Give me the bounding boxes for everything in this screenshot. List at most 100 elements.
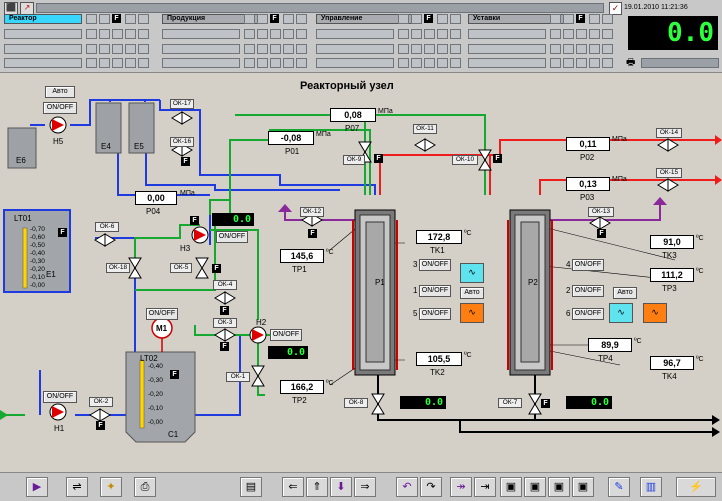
valve-label-ok15[interactable]: ОК-15 — [656, 168, 682, 178]
valve-label-ok7[interactable]: ОК-7 — [498, 398, 522, 408]
status-segment — [602, 44, 613, 54]
status-segment — [283, 14, 294, 24]
auto-button-p2[interactable]: Авто — [613, 287, 637, 299]
status-segment — [86, 14, 97, 24]
sparkle-icon[interactable]: ✦ — [100, 477, 122, 497]
heater-num-1: 1 — [413, 286, 418, 295]
screen-icon[interactable]: ▤ — [240, 477, 262, 497]
valve-label-ok13[interactable]: ОК-13 — [588, 207, 614, 217]
status-row-bar — [468, 44, 546, 54]
status-bar-bottom — [641, 58, 719, 68]
status-segment — [563, 14, 574, 24]
valve-label-ok3[interactable]: ОК-3 — [213, 318, 237, 328]
status-segment — [138, 58, 149, 68]
message-bar — [36, 3, 604, 13]
datetime-label: 19.01.2010 11:21:36 — [624, 4, 688, 11]
status-segment — [563, 29, 574, 39]
window1-icon[interactable]: ▣ — [500, 477, 522, 497]
valve-label-ok14[interactable]: ОК-14 — [656, 128, 682, 138]
valve-label-ok17[interactable]: ОК-17 — [170, 99, 194, 109]
trend-orange-p1-icon[interactable]: ∿ — [460, 303, 484, 323]
heater-num-5: 5 — [413, 309, 418, 318]
status-segment — [589, 58, 600, 68]
onoff-button-h2[interactable]: ON/OFF — [270, 329, 302, 341]
status-segment — [99, 44, 110, 54]
arrow-down-icon[interactable]: ⬇ — [330, 477, 352, 497]
valve-label-ok9[interactable]: ОК-9 — [343, 155, 365, 165]
skip-icon[interactable]: ⇥ — [474, 477, 496, 497]
trend-cyan-p2-icon[interactable]: ∿ — [609, 303, 633, 323]
valve-ok11 — [414, 138, 436, 152]
valve-label-ok4[interactable]: ОК-4 — [213, 280, 237, 290]
heater-num-6: 6 — [566, 309, 571, 318]
valve-ok15 — [657, 178, 679, 192]
valve-label-ok16[interactable]: ОК-16 — [170, 137, 194, 147]
pen-icon[interactable]: ✎ — [608, 477, 630, 497]
tab-reactor[interactable]: Реактор — [4, 14, 82, 24]
undo-icon[interactable]: ↶ — [396, 477, 418, 497]
heater-5-onoff[interactable]: ON/OFF — [419, 308, 451, 320]
trend-cyan-p1-icon[interactable]: ∿ — [460, 263, 484, 283]
status-segment — [437, 58, 448, 68]
valve-label-ok18[interactable]: ОК-18 — [106, 263, 130, 273]
status-row-bar — [316, 58, 394, 68]
valve-label-ok6[interactable]: ОК-6 — [95, 222, 119, 232]
scale-tick-label: -0,10 — [148, 405, 163, 412]
status-segment — [576, 29, 587, 39]
p07-unit: МПа — [378, 108, 393, 115]
scale-tick-label: -0,00 — [30, 282, 45, 289]
onoff-button-h3[interactable]: ON/OFF — [216, 231, 248, 243]
valve-label-ok12[interactable]: ОК-12 — [300, 207, 324, 217]
onoff-button-h1[interactable]: ON/OFF — [43, 391, 77, 403]
forward-icon[interactable]: ↠ — [450, 477, 472, 497]
printer-toolbar-icon[interactable]: ⎙ — [134, 477, 156, 497]
status-segment — [563, 44, 574, 54]
arrow-right-icon[interactable]: ⇒ — [354, 477, 376, 497]
header-f-indicator: F — [424, 14, 433, 23]
heater-4-onoff[interactable]: ON/OFF — [572, 259, 604, 271]
status-segment — [244, 29, 255, 39]
heater-1-onoff[interactable]: ON/OFF — [419, 285, 451, 297]
status-segment — [125, 14, 136, 24]
auto-button-p1[interactable]: Авто — [460, 287, 484, 299]
valve-label-ok8[interactable]: ОК-8 — [344, 398, 368, 408]
valve-label-ok11[interactable]: ОК-11 — [413, 124, 437, 134]
arrow-left-icon[interactable]: ⇐ — [282, 477, 304, 497]
status-segment — [138, 29, 149, 39]
tp4-value: 89,9 — [588, 338, 632, 352]
trend-orange-p2-icon[interactable]: ∿ — [643, 303, 667, 323]
p04-value: 0,00 — [135, 191, 177, 205]
status-segment — [550, 58, 561, 68]
valve-label-ok5[interactable]: ОК-5 — [170, 263, 192, 273]
status-row-bar — [4, 58, 82, 68]
f-indicator-ok16: F — [181, 157, 190, 166]
valve-label-ok10[interactable]: ОК-10 — [452, 155, 478, 165]
graph-icon[interactable]: ↗ — [20, 2, 34, 15]
valve-label-ok1[interactable]: ОК-1 — [226, 372, 250, 382]
status-segment — [125, 29, 136, 39]
heater-6-onoff[interactable]: ON/OFF — [572, 308, 604, 320]
valve-label-ok2[interactable]: ОК-2 — [89, 397, 113, 407]
status-segment — [550, 44, 561, 54]
f-indicator-ok2: F — [96, 421, 105, 430]
redo-icon[interactable]: ↷ — [420, 477, 442, 497]
heater-2-onoff[interactable]: ON/OFF — [572, 285, 604, 297]
window4-icon[interactable]: ▣ — [572, 477, 594, 497]
arrow-up-icon[interactable]: ⇑ — [306, 477, 328, 497]
printer-icon[interactable]: 🖶 — [626, 57, 636, 68]
f-indicator-ok10: F — [493, 154, 502, 163]
header-f-indicator: F — [112, 14, 121, 23]
chart-icon[interactable]: ▥ — [640, 477, 662, 497]
transmission-icon[interactable]: ⚡ — [676, 477, 716, 497]
checkbox-icon[interactable]: ✓ — [609, 2, 622, 15]
plug-icon[interactable]: ⇌ — [66, 477, 88, 497]
onoff-button-h5[interactable]: ON/OFF — [43, 102, 77, 114]
status-segment — [411, 14, 422, 24]
onoff-button-m1[interactable]: ON/OFF — [146, 308, 178, 320]
auto-button-h5[interactable]: Авто — [45, 86, 75, 98]
play-icon[interactable]: ▶ — [26, 477, 48, 497]
window2-icon[interactable]: ▣ — [524, 477, 546, 497]
tk4-unit: ºC — [696, 356, 704, 363]
heater-3-onoff[interactable]: ON/OFF — [419, 259, 451, 271]
window3-icon[interactable]: ▣ — [548, 477, 570, 497]
